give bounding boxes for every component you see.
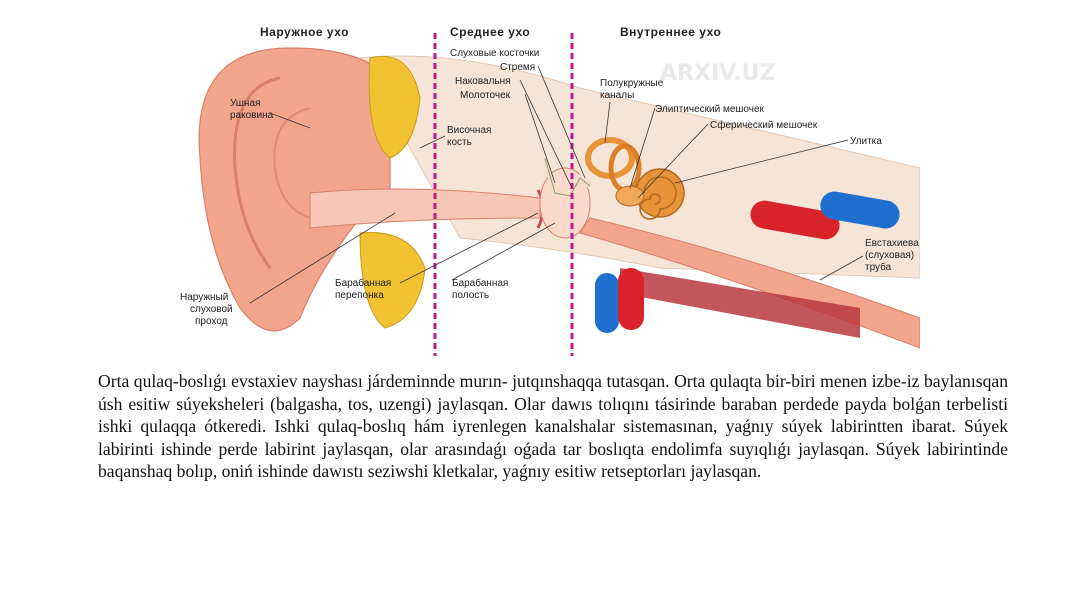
parotid-tissue bbox=[368, 55, 421, 159]
leader-temporal-bone bbox=[419, 135, 446, 149]
parotid-tissue-lower bbox=[359, 231, 426, 329]
label-semicircular: каналы bbox=[600, 90, 634, 101]
label-utricle: Элиптический мешочек bbox=[655, 104, 765, 115]
header-outer-ear: Наружное ухо bbox=[260, 25, 349, 39]
label-cochlea: Улитка bbox=[850, 136, 882, 147]
leader-ear-canal bbox=[249, 212, 396, 304]
leader-semicircular bbox=[604, 101, 611, 144]
artery-upper bbox=[750, 200, 840, 240]
label-ear-canal: Наружный bbox=[180, 292, 228, 303]
leader-anvil bbox=[519, 79, 573, 189]
label-ear-canal: проход bbox=[195, 316, 228, 327]
leader-utricle bbox=[629, 107, 656, 189]
header-inner-ear: Внутреннее ухо bbox=[620, 25, 721, 39]
label-eardrum: перепонка bbox=[335, 290, 384, 301]
vein-upper bbox=[820, 191, 900, 229]
label-tympanic-cavity: полость bbox=[452, 290, 489, 301]
leader-tympanic-cavity bbox=[451, 222, 556, 281]
leader-auricle bbox=[269, 112, 311, 129]
label-auricle: Ушная bbox=[230, 98, 260, 109]
muscle bbox=[620, 268, 860, 338]
ear-anatomy-diagram: ARXIV.UZ ARXIV.UZ ARXIV.UZ ARXIV.UZ Нару… bbox=[180, 25, 920, 356]
label-auricle: раковина bbox=[230, 110, 274, 121]
leader-cochlea bbox=[674, 139, 849, 184]
label-hammer: Молоточек bbox=[460, 90, 511, 101]
watermark: ARXIV.UZ bbox=[660, 61, 775, 86]
leader-eardrum bbox=[399, 212, 539, 284]
label-eardrum: Барабанная bbox=[335, 277, 391, 289]
leader-stirrup bbox=[537, 65, 586, 179]
label-semicircular: Полукружные bbox=[600, 78, 664, 89]
vein-lower bbox=[595, 273, 619, 333]
label-tympanic-cavity: Барабанная bbox=[452, 277, 508, 289]
label-temporal-bone: кость bbox=[447, 137, 472, 148]
label-anvil: Наковальня bbox=[455, 76, 511, 87]
description-paragraph: Orta qulaq-boslıǵı evstaxiev nayshası já… bbox=[98, 371, 1008, 481]
label-eustachian-tube: (слуховая) bbox=[865, 250, 914, 261]
label-ossicles: Слуховые косточки bbox=[450, 48, 539, 59]
label-temporal-bone: Височная bbox=[447, 125, 491, 136]
artery-lower bbox=[618, 268, 644, 330]
ossicles-outline bbox=[544, 157, 591, 197]
label-eustachian-tube: труба bbox=[865, 261, 892, 273]
label-stirrup: Стремя bbox=[500, 62, 535, 73]
leader-saccule bbox=[637, 123, 709, 199]
label-saccule: Сферический мешочек bbox=[710, 119, 818, 131]
ear-canal bbox=[309, 188, 541, 229]
header-middle-ear: Среднее ухо bbox=[450, 25, 530, 39]
label-ear-canal: слуховой bbox=[190, 304, 233, 315]
auricle-inner bbox=[273, 107, 311, 219]
vestibule bbox=[615, 185, 645, 207]
leader-hammer bbox=[524, 93, 556, 184]
leader-eustachian-tube bbox=[819, 255, 864, 281]
label-eustachian-tube: Евстахиева bbox=[865, 238, 919, 249]
auricle-fold bbox=[233, 76, 281, 269]
